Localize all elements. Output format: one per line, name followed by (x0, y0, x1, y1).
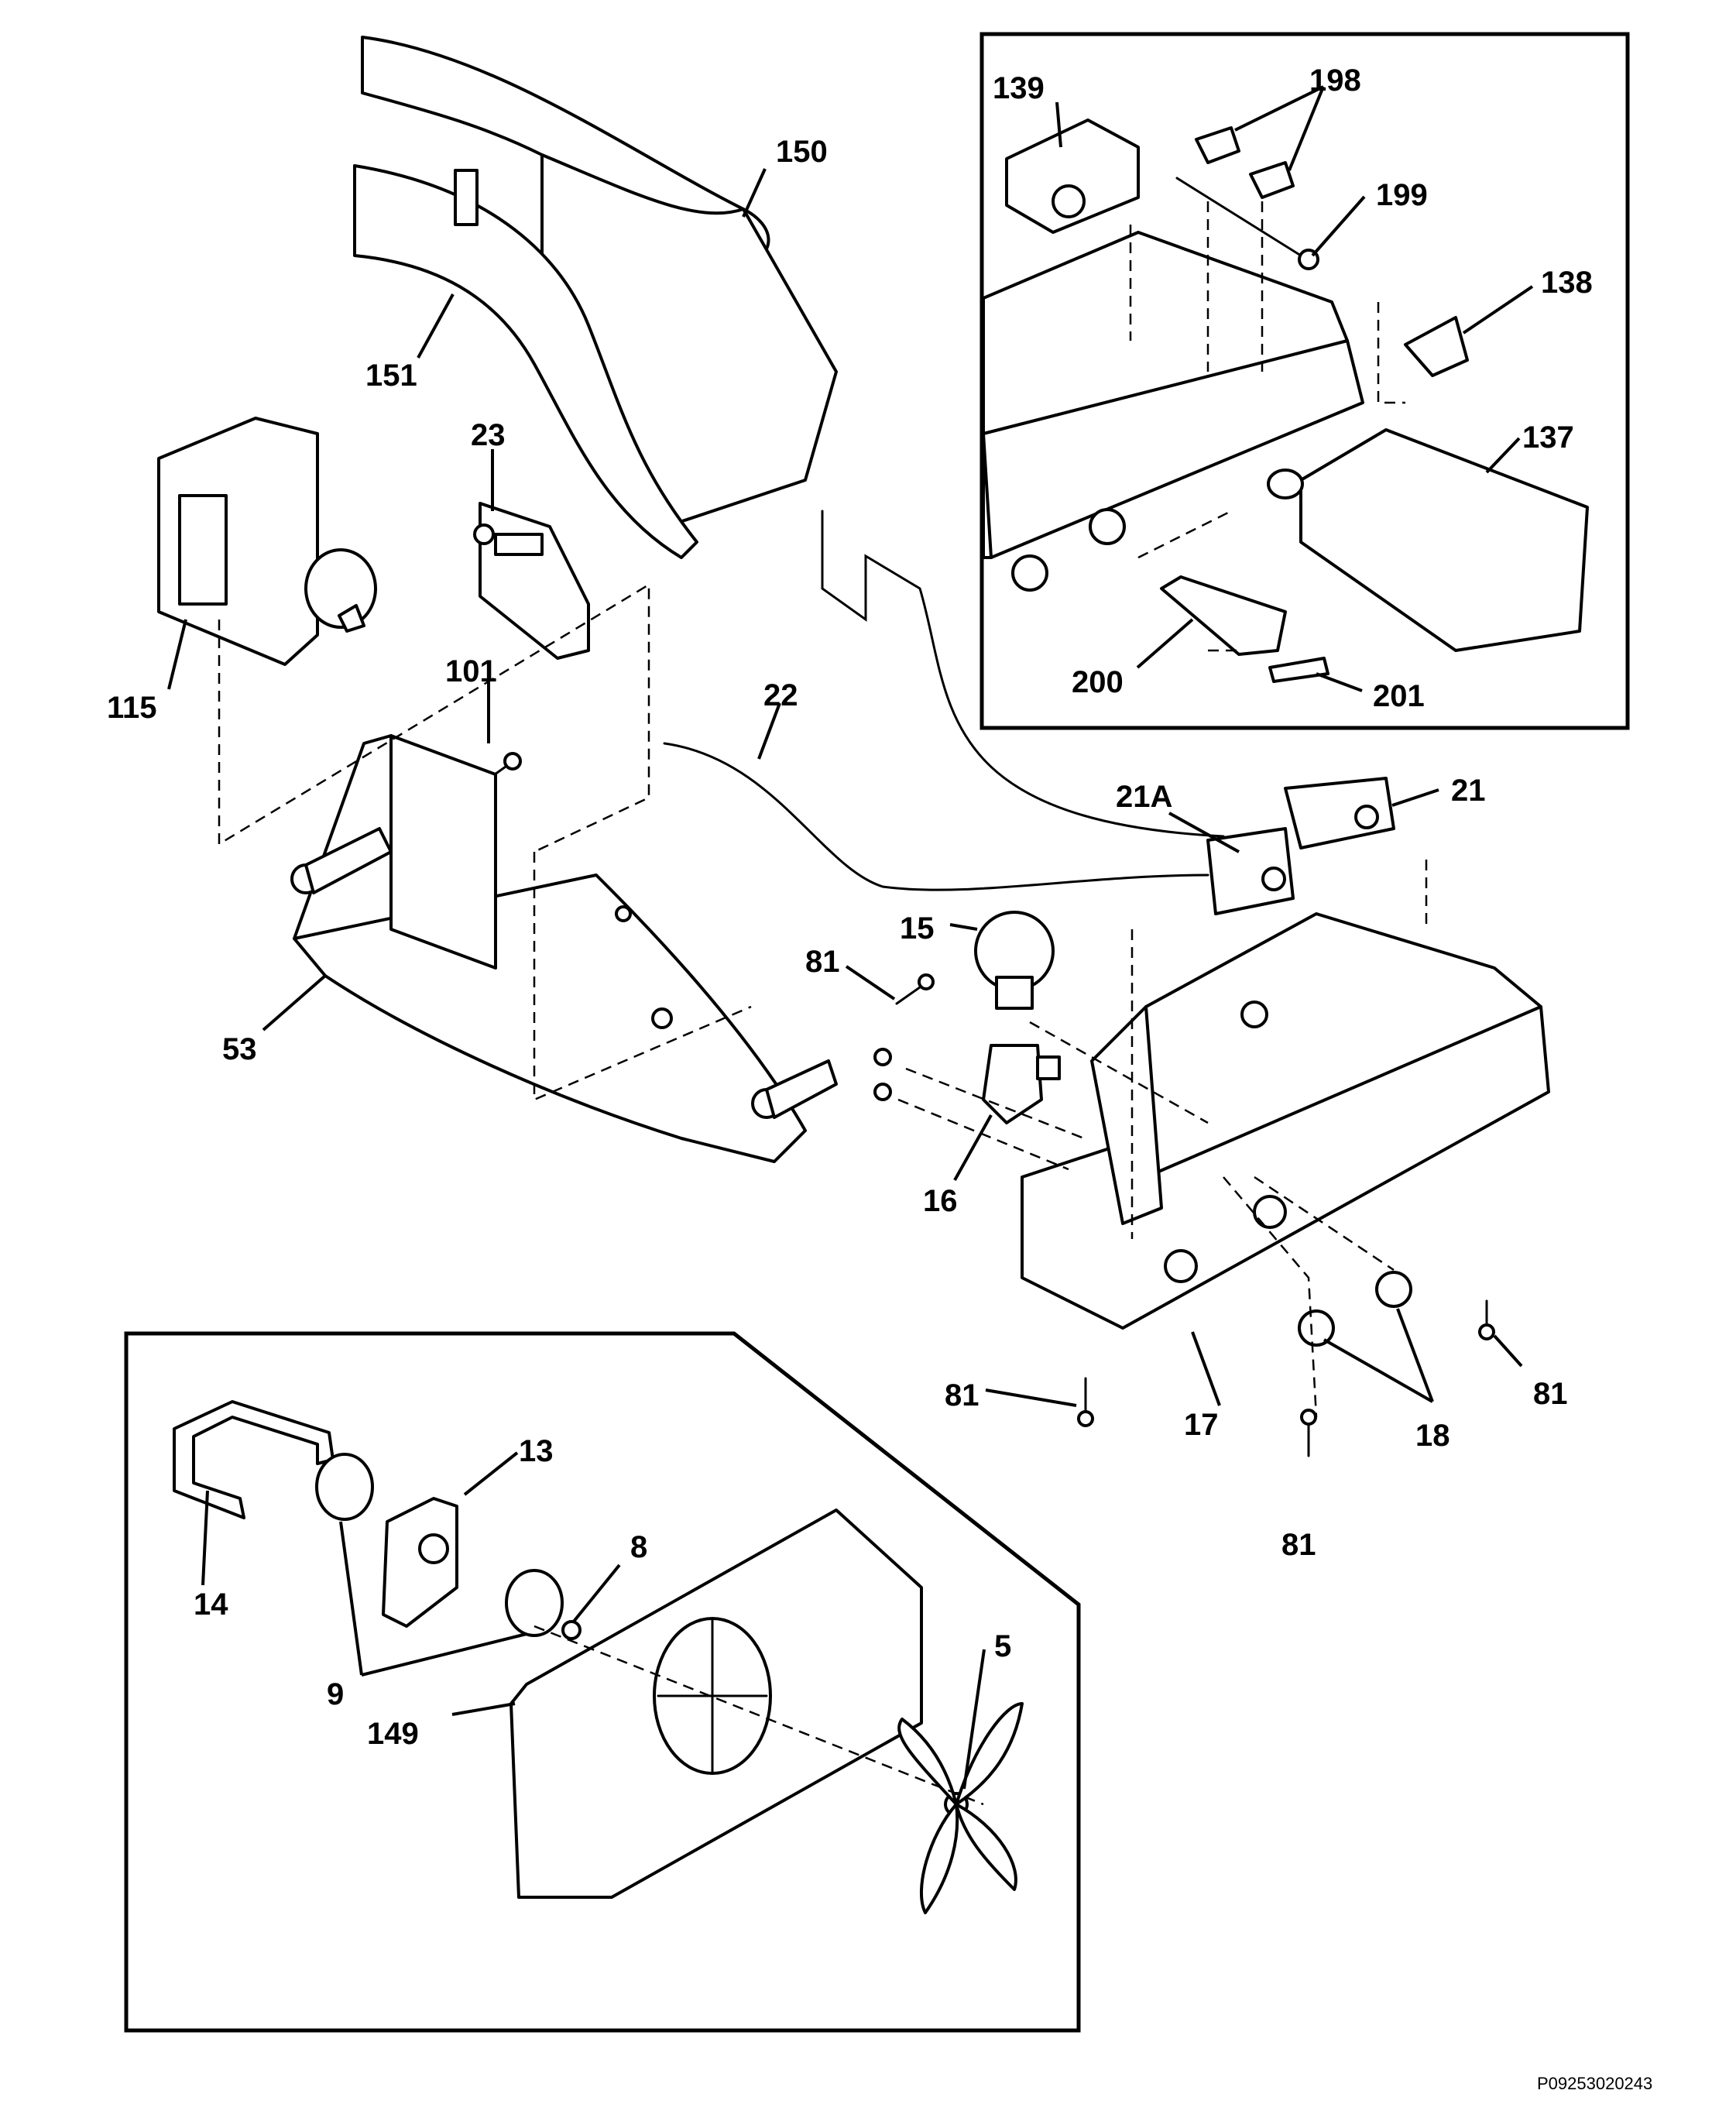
part-9-grommet-shape (315, 1453, 564, 1637)
callout-81-bottom: 81 (1281, 1528, 1316, 1562)
callout-200: 200 (1072, 665, 1124, 699)
part-21-switch-shape (1284, 777, 1395, 849)
part-115-housing-shape (157, 417, 377, 666)
callout-151: 151 (365, 359, 417, 393)
part-53-bracket-shape (290, 734, 892, 1163)
callout-14: 14 (194, 1587, 228, 1622)
part-23-control-board-shape (473, 502, 590, 660)
callout-53: 53 (222, 1032, 257, 1066)
callout-18: 18 (1415, 1419, 1450, 1453)
part-16-socket-shape (982, 1044, 1061, 1124)
inset-frame-fan-assembly (124, 1331, 1081, 2033)
callout-9: 9 (327, 1677, 344, 1711)
part-137-door-shape (1267, 428, 1589, 652)
part-15-light-bulb-shape (974, 911, 1055, 1010)
callout-13: 13 (519, 1434, 554, 1468)
callout-149: 149 (367, 1717, 419, 1751)
callout-115: 115 (107, 691, 157, 725)
callout-23: 23 (471, 418, 506, 452)
callout-22: 22 (763, 678, 798, 712)
callout-81-bracket: 81 (805, 945, 840, 979)
callout-138: 138 (1541, 266, 1593, 300)
inset-housing-shape (982, 231, 1364, 592)
callout-labels: 150 151 115 23 101 22 53 81 15 16 21 21A… (107, 63, 1593, 1751)
part-149-shroud-shape (509, 1508, 923, 1899)
callout-81-left: 81 (945, 1378, 980, 1412)
document-id: P09253020243 (1537, 2074, 1652, 2093)
callout-5: 5 (994, 1629, 1011, 1663)
part-13-motor-shape (382, 1497, 458, 1628)
part-22-wire-harness-shape (663, 510, 1225, 891)
part-8-washer-shape (561, 1620, 582, 1640)
alignment-lines (218, 201, 1428, 1806)
callout-15: 15 (900, 911, 935, 946)
part-18-cap-shape (1298, 1271, 1412, 1347)
callout-199: 199 (1376, 178, 1428, 212)
part-5-fan-blade-shape (897, 1702, 1024, 1914)
part-138-flap-shape (1404, 316, 1469, 377)
part-14-bracket-shape (173, 1400, 335, 1519)
part-17-housing-shape (1021, 912, 1550, 1330)
callout-150: 150 (776, 135, 828, 169)
part-101-screw-shape (482, 752, 522, 784)
callout-137: 137 (1522, 420, 1574, 455)
callout-8: 8 (630, 1530, 647, 1564)
callout-21: 21 (1451, 774, 1486, 808)
part-21a-switch-shape (1206, 827, 1295, 915)
callout-201: 201 (1373, 679, 1425, 713)
callout-17: 17 (1184, 1408, 1219, 1442)
part-81-screw-shape (895, 973, 1495, 1457)
callout-16: 16 (923, 1184, 958, 1218)
callout-101: 101 (445, 654, 497, 688)
callout-139: 139 (993, 71, 1045, 105)
callout-21a: 21A (1116, 780, 1172, 814)
part-151-chute-body-shape (353, 164, 698, 559)
part-200-lever-shape (1160, 575, 1287, 656)
leader-lines (167, 85, 1534, 1790)
callout-81-right: 81 (1533, 1377, 1568, 1411)
callout-198: 198 (1309, 63, 1361, 98)
part-201-pad-shape (1268, 657, 1329, 683)
part-139-solenoid-shape (1005, 118, 1140, 234)
part-198-clip-shape (1195, 126, 1295, 199)
